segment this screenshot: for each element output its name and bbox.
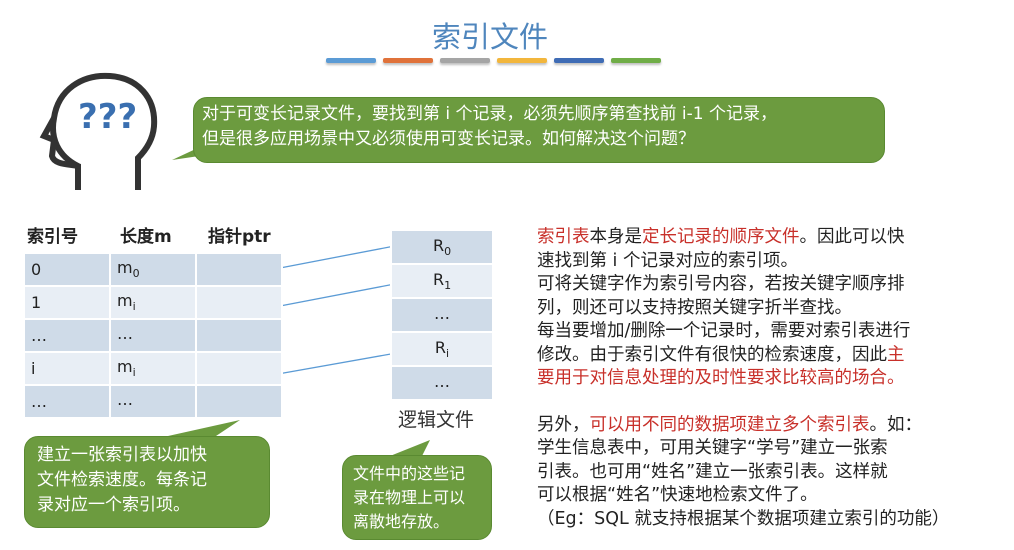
bubble-line: 录对应一个索引项。	[37, 495, 190, 515]
text-line: 要用于对信息处理的及时性要求比较高的场合。	[537, 367, 949, 391]
length-cell: …	[109, 318, 197, 353]
text-segment: （Eg：SQL 就支持根据某个数据项建立索引的功能）	[537, 508, 950, 529]
text-line: （Eg：SQL 就支持根据某个数据项建立索引的功能）	[537, 508, 949, 532]
index-no-cell: i	[23, 351, 111, 386]
text-segment: 每当要增加/删除一个记录时，需要对索引表进行	[537, 321, 911, 341]
text-line: 索引表本身是定长记录的顺序文件。因此可以快	[537, 226, 949, 250]
pointer-cell	[195, 351, 283, 386]
text-line: 学生信息表中，可用关键字“学号”建立一张索	[537, 437, 949, 461]
text-segment: 本身是	[589, 227, 643, 247]
highlight-text: 可以用不同的数据项建立多个索引表	[589, 414, 870, 435]
record-cell: Ri	[390, 331, 494, 367]
record-cell: …	[390, 365, 494, 401]
pointer-arrow	[277, 348, 404, 375]
text-segment: 另外，	[537, 414, 590, 435]
slide-title: 索引文件	[431, 20, 548, 54]
title-color-bar	[383, 58, 433, 63]
text-segment: 引表。也可用“姓名”建立一张索引表。这样就	[537, 461, 888, 482]
pointer-cell	[195, 252, 283, 287]
text-line: 可以根据“姓名”快速地检索文件了。	[537, 484, 949, 508]
text-segment: 可将关键字作为索引号内容，若按关键字顺序排	[537, 274, 905, 294]
length-cell: …	[109, 384, 197, 419]
header-index-no: 索引号	[27, 227, 78, 247]
text-line: 速找到第 i 个记录对应的索引项。	[537, 250, 949, 274]
text-segment: 学生信息表中，可用关键字“学号”建立一张索	[537, 438, 888, 458]
record-cell: R0	[390, 229, 494, 265]
record-row: Ri	[390, 331, 494, 367]
physical-storage-bubble: 文件中的这些记 录在物理上可以 离散地存放。	[342, 455, 492, 540]
text-line: 引表。也可用“姓名”建立一张索引表。这样就	[537, 461, 949, 485]
length-cell: mi	[109, 351, 197, 386]
explanation-text: 索引表本身是定长记录的顺序文件。因此可以快速找到第 i 个记录对应的索引项。可将…	[537, 226, 949, 531]
length-cell: m0	[109, 252, 197, 287]
header-length: 长度m	[120, 227, 172, 247]
table-row: ……	[23, 384, 283, 419]
index-table-bubble: 建立一张索引表以加快 文件检索速度。每条记 录对应一个索引项。	[24, 436, 270, 528]
record-row: R1	[390, 263, 494, 299]
index-no-cell: 0	[23, 252, 111, 287]
highlight-text: 索引表	[537, 227, 590, 247]
text-segment: 可以根据“姓名”快速地检索文件了。	[537, 485, 818, 505]
text-line: 每当要增加/删除一个记录时，需要对索引表进行	[537, 320, 949, 344]
svg-text:???: ???	[78, 97, 137, 137]
bubble-line: 但是很多应用场景中又必须使用可变长记录。如何解决这个问题？	[202, 129, 695, 149]
pointer-arrow	[279, 278, 407, 307]
thinking-head-question-marks-icon: ???	[39, 72, 158, 190]
bubble-line: 录在物理上可以	[353, 488, 466, 507]
pointer-arrow	[279, 240, 407, 269]
text-segment: 速找到第 i 个记录对应的索引项。	[537, 250, 798, 271]
bubble-line: 对于可变长记录文件，要找到第 i 个记录，必须先顺序第查找前 i-1 个记录，	[202, 104, 778, 124]
bubble-line: 建立一张索引表以加快	[37, 445, 207, 465]
bubble-line: 文件中的这些记	[353, 464, 466, 483]
logical-file-label: 逻辑文件	[398, 409, 475, 431]
text-line: 另外，可以用不同的数据项建立多个索引表。如：	[537, 414, 949, 438]
pointer-cell	[195, 384, 283, 419]
title-color-bar	[554, 58, 604, 63]
index-no-cell: …	[23, 384, 111, 419]
highlight-text: 主	[887, 344, 905, 365]
title-color-bars	[326, 58, 661, 63]
record-row: R0	[390, 229, 494, 265]
title-color-bar	[497, 58, 547, 63]
highlight-text: 定长记录的顺序文件	[642, 227, 800, 247]
pointer-cell	[195, 318, 283, 353]
table-row: ……	[23, 318, 283, 353]
text-segment: 。因此可以快	[799, 227, 905, 247]
title-color-bar	[440, 58, 490, 63]
title-color-bar	[326, 58, 376, 63]
index-no-cell: …	[23, 318, 111, 353]
record-cell: …	[390, 297, 494, 333]
text-line: 可将关键字作为索引号内容，若按关键字顺序排	[537, 273, 949, 297]
header-pointer: 指针ptr	[208, 227, 271, 247]
record-row: …	[390, 297, 494, 333]
record-cell: R1	[390, 263, 494, 299]
length-cell: mi	[109, 285, 197, 320]
record-row: …	[390, 365, 494, 401]
index-no-cell: 1	[23, 285, 111, 320]
text-segment: 。如：	[869, 414, 923, 435]
pointer-cell	[195, 285, 283, 320]
text-line: 列，则还可以支持按照关键字折半查找。	[537, 297, 949, 321]
text-segment: 列，则还可以支持按照关键字折半查找。	[537, 297, 852, 318]
highlight-text: 要用于对信息处理的及时性要求比较高的场合。	[537, 368, 905, 388]
question-bubble: 对于可变长记录文件，要找到第 i 个记录，必须先顺序第查找前 i-1 个记录， …	[193, 97, 885, 163]
text-segment: 修改。由于索引文件有很快的检索速度，因此	[537, 344, 887, 365]
bubble-line: 文件检索速度。每条记	[37, 470, 207, 490]
title-color-bar	[611, 58, 661, 63]
bubble-line: 离散地存放。	[353, 512, 450, 531]
text-line: 修改。由于索引文件有很快的检索速度，因此主	[537, 344, 949, 368]
